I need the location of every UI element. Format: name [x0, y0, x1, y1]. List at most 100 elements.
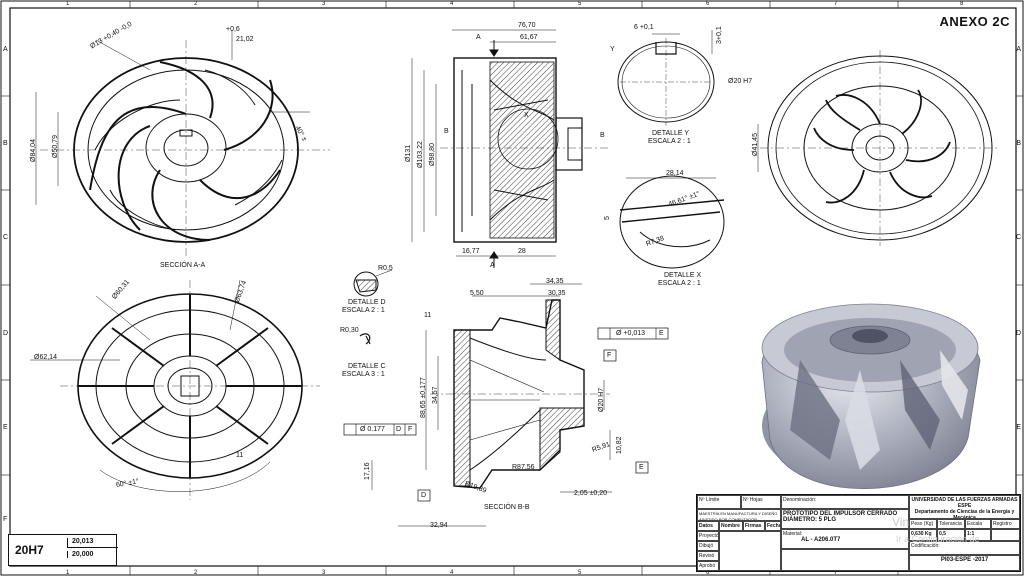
dim-205: 2,05 ±0,20: [574, 490, 608, 497]
tb-codificacion: Codificación:: [909, 541, 1020, 555]
ref-d-box: D: [421, 492, 427, 499]
grid-col-5-bottom: 5: [578, 570, 582, 576]
dim-d20h7-bb: Ø20 H7: [598, 387, 605, 412]
dim-r030: R0,30: [340, 327, 359, 334]
lbl-y: Y: [610, 46, 615, 53]
title-block: Nº Límite Nº Hojas Denominación: UNIVERS…: [696, 494, 1021, 572]
tb-scale: 1:1: [965, 529, 991, 541]
grid-row-e-right: E: [1016, 424, 1021, 431]
grid-col-5: 5: [578, 1, 582, 7]
dim-d84: Ø84,04: [30, 139, 37, 162]
grid-col-8: 8: [960, 1, 964, 7]
section-aa-view: [30, 279, 320, 500]
tb-univ-name: UNIVERSIDAD DE LAS FUERZAS ARMADAS ESPE: [911, 497, 1018, 509]
lbl-b-left: B: [444, 128, 449, 135]
detail-y-label: DETALLE Y: [652, 130, 690, 137]
detail-y-view: [617, 30, 715, 126]
grid-col-6-bottom: 6: [706, 570, 710, 576]
tb-n-limite: Nº Límite: [697, 495, 741, 509]
annex-title: ANEXO 2C: [939, 14, 1010, 29]
ref-e-box: E: [639, 464, 644, 471]
dim-n11-left: 11: [236, 452, 244, 459]
dim-550: 5,50: [470, 290, 484, 297]
grid-col-3-bottom: 3: [322, 570, 326, 576]
dim-3435: 34,35: [546, 278, 564, 285]
tol-ref-f: F: [408, 426, 413, 433]
tb-firmas: Firmas: [743, 521, 765, 531]
dim-3: 3+0,1: [716, 26, 723, 44]
tb-aprobo: Aprobó: [697, 561, 719, 571]
tb-scale-hdr: Escala: [965, 519, 991, 529]
fit-lower: 20,000: [67, 551, 118, 558]
tb-blank: [781, 549, 909, 571]
tb-maestria: MAESTRÍA EN MANUFACTURA Y DISEÑO ASISTID…: [697, 509, 781, 521]
detail-x-view: [619, 175, 725, 269]
dim-d10322: Ø103,22: [417, 141, 424, 168]
grid-col-6: 6: [706, 1, 710, 7]
grid-col-2-bottom: 2: [194, 570, 198, 576]
dim-d50: Ø50,79: [52, 135, 59, 158]
tb-tol: 0,5: [937, 529, 965, 541]
tb-fechas: Fechas: [765, 521, 781, 531]
dim-21: 21,02: [236, 36, 254, 43]
tb-code: PI03-ESPE -2017: [909, 555, 1020, 571]
fit-label: 20H7: [15, 543, 44, 557]
grid-row-c: C: [3, 234, 9, 241]
tb-tol-hdr: Tolerancia: [937, 519, 965, 529]
tb-weight: 0,630 Kg: [909, 529, 937, 541]
grid-row-a-right: A: [1016, 46, 1021, 53]
lbl-a-bottom: A: [490, 262, 495, 269]
grid-col-2: 2: [194, 1, 198, 7]
dim-3035: 30,35: [548, 290, 566, 297]
fit-upper: 20,013: [67, 538, 118, 548]
tb-reg-blank: [991, 529, 1020, 541]
dim-06: +0,6: [226, 26, 240, 33]
watermark-line2: Ir a Configuración de: [896, 534, 980, 544]
dim-6167: 61,67: [520, 34, 538, 41]
tb-reviso: Revisó: [697, 551, 719, 561]
ref-e-tol: E: [659, 330, 664, 337]
dim-d9880: Ø98,80: [429, 143, 436, 166]
tol-parallel: Ø +0,013: [616, 330, 645, 337]
grid-col-4: 4: [450, 1, 454, 7]
dim-2814: 28,14: [666, 170, 684, 177]
ref-f-box: F: [607, 352, 612, 359]
detail-d-scale: ESCALA 2 : 1: [342, 307, 385, 314]
tb-dept: Departamento de Ciencias de la Energía y…: [914, 509, 1015, 519]
tb-dibujo: Dibujó: [697, 541, 719, 551]
impeller-3d-render: [761, 303, 981, 489]
section-bb-view: [343, 283, 669, 527]
grid-col-7-bottom: 7: [834, 570, 838, 576]
tol-position: Ø 0.177: [360, 426, 385, 433]
detail-x-scale: ESCALA 2 : 1: [658, 280, 701, 287]
grid-col-4-bottom: 4: [450, 570, 454, 576]
lbl-b-right: B: [600, 132, 605, 139]
section-bb-label: SECCIÓN B-B: [484, 504, 530, 511]
dim-6: 6 +0,1: [634, 24, 654, 31]
grid-row-b: B: [3, 140, 8, 147]
tb-material-cell: Material: AL - A206.0T7: [781, 529, 909, 549]
tb-proyecto: Proyectó: [697, 531, 719, 541]
grid-row-b-right: B: [1016, 140, 1021, 147]
grid-col-1: 1: [66, 1, 70, 7]
tb-weight-hdr: Peso (Kg): [909, 519, 937, 529]
side-section-view: [411, 29, 610, 268]
grid-col-1-bottom: 1: [66, 570, 70, 576]
tb-names-area: [719, 531, 781, 571]
dim-28: 28: [518, 248, 526, 255]
front-view-vanes: [35, 30, 330, 258]
detail-x-label: DETALLE X: [664, 272, 702, 279]
tb-nombre: Nombre: [719, 521, 743, 531]
grid-row-a: A: [3, 46, 8, 53]
tb-datos: Datos: [697, 521, 719, 531]
dim-r8756: R87,56: [512, 464, 535, 471]
grid-row-d-right: D: [1015, 330, 1021, 337]
dim-d131: Ø131: [405, 144, 412, 162]
dim-8865: 88,65 ±0,177: [420, 377, 427, 418]
tb-denominacion: Denominación:: [781, 495, 909, 509]
detail-y-scale: ESCALA 2 : 1: [648, 138, 691, 145]
grid-row-e: E: [3, 424, 8, 431]
tb-project: PROTOTIPO DEL IMPULSOR CERRADO DIÁMETRO:…: [781, 509, 909, 529]
watermark-line1: Vin: [892, 515, 910, 529]
